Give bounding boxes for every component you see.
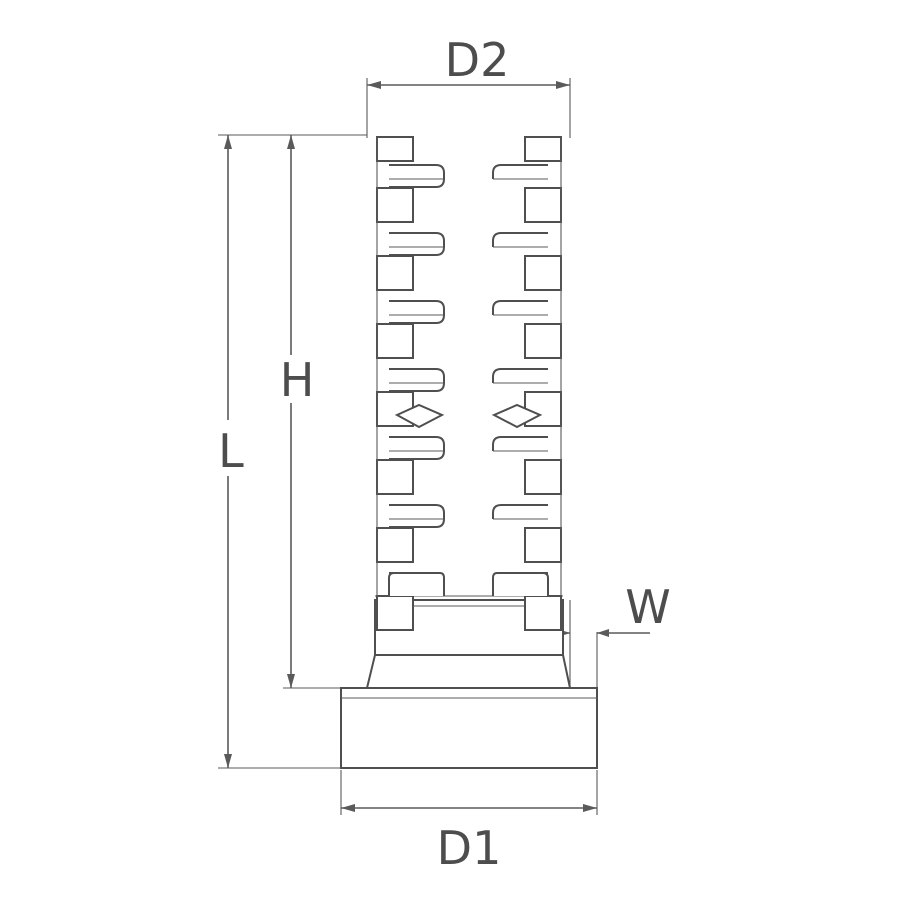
dimension-l: L [212,134,367,769]
rib-finger-right [492,232,548,247]
rib-block-right [524,323,562,359]
rib-block-left [376,595,414,631]
rib-finger-right [492,300,548,315]
center-marks [394,403,543,429]
label-d1: D1 [437,821,502,875]
label-l: L [218,424,244,478]
center-mark-left [394,403,445,429]
label-h: H [280,353,315,407]
dimension-d1: D1 [340,770,598,875]
rib-finger-left [389,232,445,256]
rib-cap-right [524,136,562,162]
label-d2: D2 [445,33,510,87]
rib-foot-left [388,572,445,596]
rib-block-right [524,187,562,223]
ribs-right [492,136,562,631]
rib-finger-right [492,164,548,179]
rib-foot-right [492,572,549,596]
rib-finger-left [389,436,445,460]
rib-block-right [524,595,562,631]
center-mark-right [491,403,543,429]
rib-finger-right [492,504,548,519]
rib-finger-left [389,368,445,392]
rib-block-right [524,527,562,563]
rib-block-right [524,459,562,495]
rib-cap-left [376,136,414,162]
rib-block-left [376,187,414,223]
rib-finger-right [492,368,548,383]
rib-block-left [376,323,414,359]
ribs-left [376,136,445,631]
rib-block-left [376,459,414,495]
base-flange [340,687,598,769]
rib-block-left [376,527,414,563]
rib-finger-left [389,504,445,528]
rib-finger-left [389,164,445,188]
rib-finger-right [492,436,548,451]
rib-finger-left [389,300,445,324]
rib-block-right [524,255,562,291]
label-w: W [625,580,670,634]
dimension-d2: D2 [366,33,571,138]
dimension-h: H [274,135,343,689]
rib-block-left [376,255,414,291]
